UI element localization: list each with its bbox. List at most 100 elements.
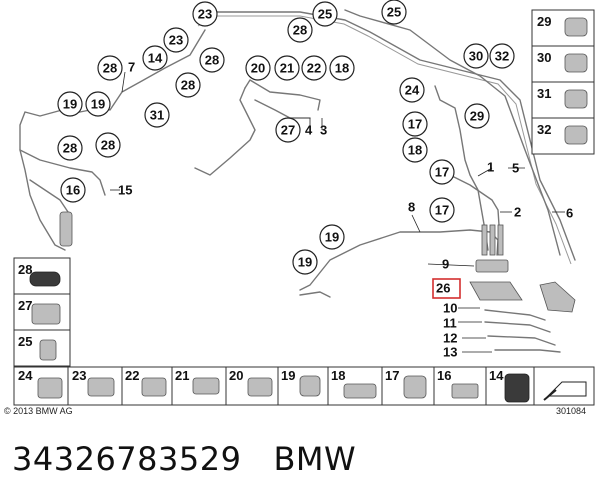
- callout-number: 28: [181, 78, 195, 93]
- callout-number: 21: [280, 61, 294, 76]
- callout-circle: 28: [97, 55, 123, 81]
- callout-label: 8: [408, 200, 415, 215]
- left-box-number: 25: [18, 334, 32, 349]
- callout-label: 13: [443, 345, 457, 360]
- callout-number: 19: [63, 97, 77, 112]
- callout-circle: 19: [319, 224, 345, 250]
- callout-number: 29: [470, 109, 484, 124]
- callout-label: 12: [443, 331, 457, 346]
- callout-number: 17: [435, 165, 449, 180]
- callout-number: 25: [318, 7, 332, 22]
- leader-lines: [110, 71, 565, 353]
- callout-circle: 31: [144, 102, 170, 128]
- callout-circle: 24: [399, 77, 425, 103]
- callout-circle: 19: [57, 91, 83, 117]
- callout-circle: 25: [381, 0, 407, 25]
- callout-number: 18: [408, 143, 422, 158]
- left-box-number: 27: [18, 298, 32, 313]
- callout-label: 4: [305, 123, 313, 138]
- callout-number: 19: [325, 230, 339, 245]
- callout-circle: 16: [60, 177, 86, 203]
- callout-label: 15: [118, 183, 132, 198]
- bottom-box-number: 17: [385, 368, 399, 383]
- copyright-text: © 2013 BMW AG: [4, 406, 73, 416]
- left-box-column: 28 27 25: [13, 257, 71, 367]
- callout-number: 28: [205, 53, 219, 68]
- bottom-box-number: 18: [331, 368, 345, 383]
- callout-number: 16: [66, 183, 80, 198]
- callout-circle: 29: [464, 103, 490, 129]
- callout-label: 7: [128, 60, 135, 75]
- bottom-box-number: 21: [175, 368, 189, 383]
- bottom-box-number: 23: [72, 368, 86, 383]
- callout-circle: 28: [199, 47, 225, 73]
- brake-lines: [19, 9, 576, 298]
- callout-label: 9: [442, 257, 449, 272]
- callout-number: 28: [103, 61, 117, 76]
- callout-circle: 19: [85, 91, 111, 117]
- callout-label: 2: [514, 205, 521, 220]
- callout-number: 17: [408, 117, 422, 132]
- parts-diagram: 29 30 31 32 28 27 25 24 23 22 21: [4, 0, 595, 416]
- callout-circle: 23: [192, 1, 218, 27]
- callout-number: 28: [101, 138, 115, 153]
- parts: [59, 211, 576, 353]
- callout-number: 27: [281, 123, 295, 138]
- side-box-column: 29 30 31 32: [531, 9, 595, 155]
- callout-circle: 18: [329, 55, 355, 81]
- callout-number: 23: [198, 7, 212, 22]
- callout-number: 18: [335, 61, 349, 76]
- callout-circle: 17: [429, 197, 455, 223]
- callout-circle: 20: [245, 55, 271, 81]
- bottom-box-number: 24: [18, 368, 33, 383]
- highlighted-part-frame: [432, 278, 461, 299]
- part-number-caption: 34326783529 BMW: [12, 440, 356, 478]
- bottom-box-number: 22: [125, 368, 139, 383]
- callout-number: 25: [387, 5, 401, 20]
- callout-number: 14: [148, 51, 163, 66]
- callout-number: 31: [150, 108, 164, 123]
- callout-circle: 28: [175, 72, 201, 98]
- callout-number: 19: [91, 97, 105, 112]
- plain-labels: 7 15 4 3 1 5 2 6 8 9 26 10 11 12 13: [118, 60, 573, 360]
- side-box-number: 29: [537, 14, 551, 29]
- callout-circle: 22: [301, 55, 327, 81]
- callout-number: 28: [63, 141, 77, 156]
- callout-circle: 27: [275, 117, 301, 143]
- callout-circle: 14: [142, 45, 168, 71]
- left-box-number: 28: [18, 262, 32, 277]
- callout-circle: 32: [489, 43, 515, 69]
- callout-label: 10: [443, 301, 457, 316]
- callout-label: 1: [487, 160, 494, 175]
- brand-name: BMW: [273, 440, 357, 478]
- callout-circle: 17: [402, 111, 428, 137]
- bottom-box-number: 16: [437, 368, 451, 383]
- callout-label: 3: [320, 123, 327, 138]
- callout-circle: 18: [402, 137, 428, 163]
- callout-number: 19: [298, 255, 312, 270]
- callout-label: 6: [566, 206, 573, 221]
- callout-number: 24: [405, 83, 420, 98]
- side-box-number: 31: [537, 86, 551, 101]
- callout-circle: 25: [312, 1, 338, 27]
- callout-label: 11: [443, 316, 457, 331]
- callout-number: 22: [307, 61, 321, 76]
- callout-label highlighted: 26: [436, 281, 450, 296]
- side-box-number: 32: [537, 122, 551, 137]
- bottom-box-number: 14: [489, 368, 504, 383]
- callout-circle: 19: [292, 249, 318, 275]
- callout-number: 23: [169, 33, 183, 48]
- callout-circle: 21: [274, 55, 300, 81]
- callout-circle: 28: [287, 17, 313, 43]
- figure-id: 301084: [556, 406, 586, 416]
- callout-circle: 28: [57, 135, 83, 161]
- callout-number: 30: [469, 49, 483, 64]
- callout-number: 17: [435, 203, 449, 218]
- bottom-box-number: 20: [229, 368, 243, 383]
- callout-circle: 28: [95, 132, 121, 158]
- callout-number: 28: [293, 23, 307, 38]
- callout-label: 5: [512, 161, 519, 176]
- callout-circle: 17: [429, 159, 455, 185]
- callout-number: 20: [251, 61, 265, 76]
